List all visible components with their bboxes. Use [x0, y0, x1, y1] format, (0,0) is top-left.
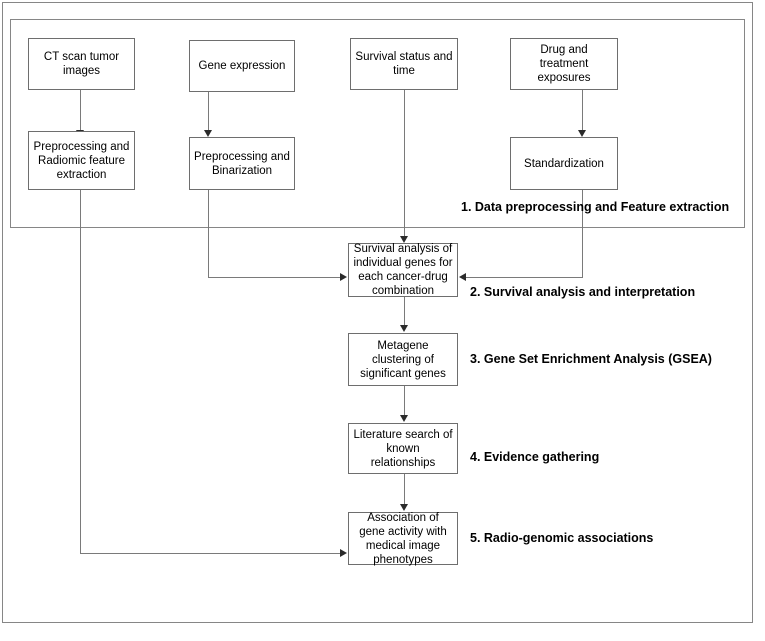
edge-gene-to-binarization [208, 92, 209, 131]
arrowhead-standardization-to-survivalanalysis [459, 272, 466, 281]
stage-label-2-survival-analysis: 2. Survival analysis and interpretation [470, 285, 696, 299]
node-gene-expression[interactable]: Gene expression [189, 40, 295, 92]
node-preprocessing-binarization[interactable]: Preprocessing and Binarization [189, 137, 295, 190]
edge-survivalanalysis-to-metagene [404, 297, 405, 326]
arrowhead-radiomic-to-association [340, 548, 347, 557]
node-preprocessing-radiomic-feature-extraction[interactable]: Preprocessing and Radiomic feature extra… [28, 131, 135, 190]
arrowhead-survivalstatus-to-survivalanalysis [399, 236, 408, 243]
edge-radiomic-right [80, 553, 341, 554]
node-survival-status-and-time[interactable]: Survival status and time [350, 38, 458, 90]
arrowhead-metagene-to-literature [399, 415, 408, 422]
node-association-gene-activity-image-phenotypes[interactable]: Association of gene activity with medica… [348, 512, 458, 566]
arrowhead-survivalanalysis-to-metagene [399, 325, 408, 332]
edge-binarization-down [208, 190, 209, 278]
edge-drug-to-standardization [582, 90, 583, 131]
node-survival-analysis-individual-genes[interactable]: Survival analysis of individual genes fo… [348, 243, 458, 297]
node-drug-and-treatment-exposures[interactable]: Drug and treatment exposures [510, 38, 618, 90]
edge-standardization-down [582, 190, 583, 278]
edge-binarization-right [208, 277, 341, 278]
arrowhead-binarization-to-survivalanalysis [340, 272, 347, 281]
arrowhead-literature-to-association [399, 504, 408, 511]
node-metagene-clustering[interactable]: Metagene clustering of significant genes [348, 333, 458, 386]
stage-label-4-evidence-gathering: 4. Evidence gathering [470, 450, 600, 464]
edge-literature-to-association [404, 474, 405, 505]
edge-standardization-left [466, 277, 583, 278]
stage-label-5-radio-genomic-associations: 5. Radio-genomic associations [470, 531, 654, 545]
edge-ct-to-radiomic [80, 90, 81, 131]
section-1-container [10, 19, 745, 228]
arrowhead-drug-to-standardization [577, 130, 586, 137]
edge-survivalstatus-to-survivalanalysis [404, 90, 405, 237]
edge-metagene-to-literature [404, 386, 405, 416]
node-literature-search[interactable]: Literature search of known relationships [348, 423, 458, 474]
edge-radiomic-down [80, 190, 81, 554]
node-ct-scan-tumor-images[interactable]: CT scan tumor images [28, 38, 135, 90]
node-standardization[interactable]: Standardization [510, 137, 618, 190]
stage-label-3-gsea: 3. Gene Set Enrichment Analysis (GSEA) [470, 352, 712, 366]
arrowhead-gene-to-binarization [203, 130, 212, 137]
stage-label-1-data-preprocessing: 1. Data preprocessing and Feature extrac… [461, 200, 730, 214]
diagram-outer-frame [2, 2, 753, 623]
